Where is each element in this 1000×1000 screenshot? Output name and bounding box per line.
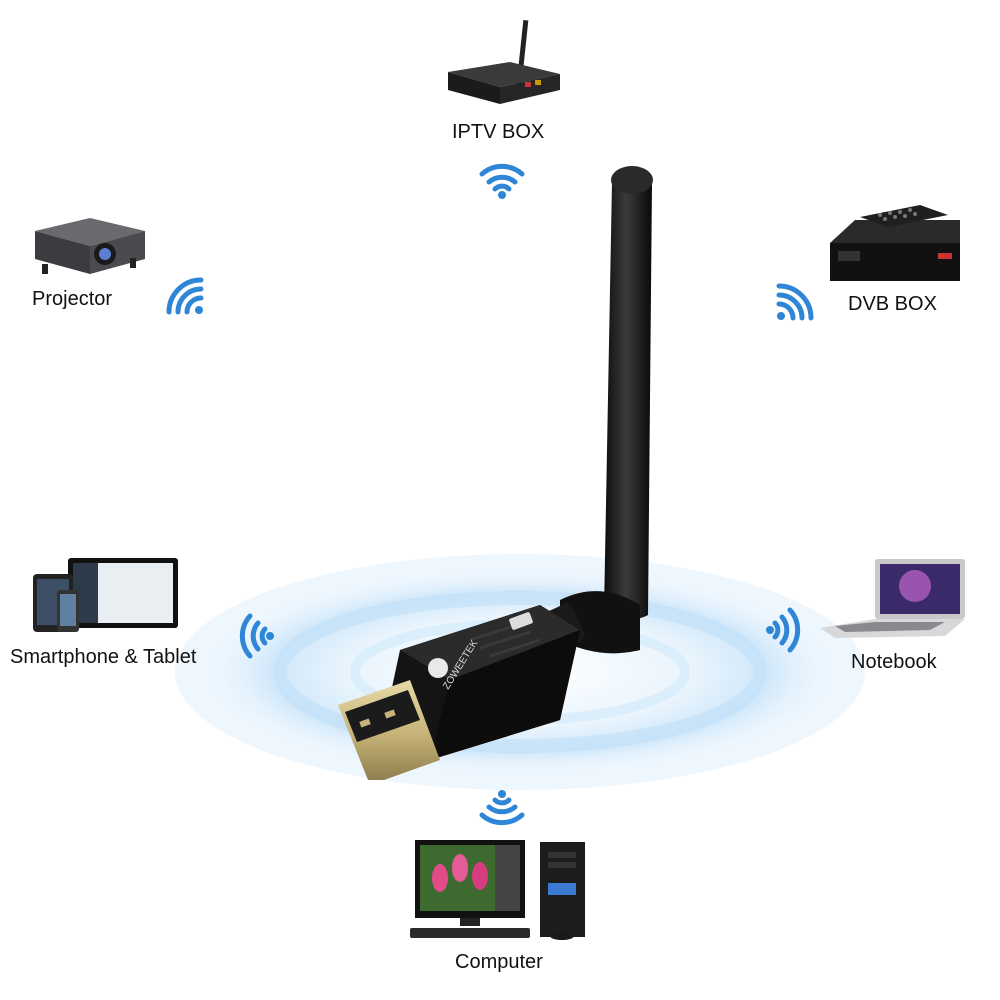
usb-wifi-adapter-icon: ZOWEETEK	[338, 166, 653, 780]
notebook-icon	[820, 559, 965, 638]
wifi-signal-icon	[766, 607, 801, 653]
wifi-signal-icon	[479, 163, 525, 199]
dvb-box-icon	[830, 205, 960, 281]
tablet-label: Smartphone & Tablet	[10, 646, 197, 668]
projector-label: Projector	[32, 288, 113, 310]
wifi-signal-icon	[479, 790, 525, 826]
wifi-signal-icon	[239, 613, 274, 659]
smartphone-tablet-icon	[33, 558, 178, 632]
notebook-label: Notebook	[851, 651, 937, 673]
computer-icon	[410, 840, 585, 940]
computer-label: Computer	[455, 951, 543, 973]
projector-icon	[35, 218, 145, 274]
dvb-label: DVB BOX	[848, 293, 937, 315]
iptv-box-icon	[448, 19, 560, 104]
wifi-signal-icon	[166, 277, 204, 315]
wifi-signal-icon	[776, 283, 814, 321]
iptv-label: IPTV BOX	[452, 121, 545, 143]
